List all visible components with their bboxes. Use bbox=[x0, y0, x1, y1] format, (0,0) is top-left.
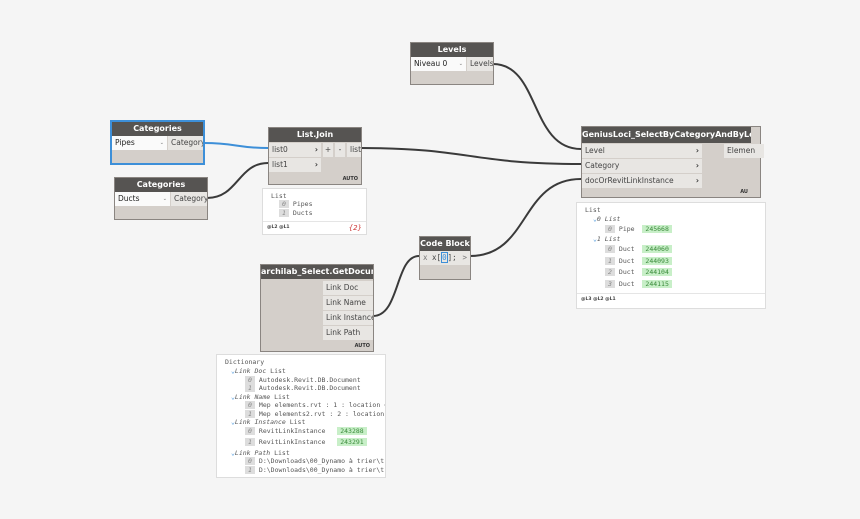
node-title: archilab_Select.GetDocuments bbox=[261, 265, 373, 279]
input-port-list0[interactable]: list0 › bbox=[269, 143, 321, 157]
dict-key: ⌄Link Doc List bbox=[231, 367, 286, 375]
port-label: list0 bbox=[272, 145, 288, 154]
output-port: > bbox=[462, 253, 467, 262]
categories-node-ducts[interactable]: Categories Ducts ⌄ Category bbox=[114, 177, 208, 220]
category-dropdown[interactable]: Pipes ⌄ bbox=[112, 136, 167, 150]
lacing-indicator: AU bbox=[740, 189, 748, 195]
output-port-category[interactable]: Category bbox=[168, 136, 203, 150]
port-label: list1 bbox=[272, 160, 288, 169]
output-port-category[interactable]: Category bbox=[171, 192, 207, 206]
lacing-indicator: AUTO bbox=[354, 343, 370, 349]
item-count: {2} bbox=[348, 224, 362, 232]
dropdown-value: Pipes bbox=[115, 138, 135, 147]
wire-categories1-to-list0 bbox=[203, 142, 269, 149]
categories-node-pipes[interactable]: Categories Pipes ⌄ Category bbox=[110, 120, 205, 165]
output-port-link-path[interactable]: Link Path bbox=[323, 326, 373, 340]
chevron-right-icon: › bbox=[314, 160, 318, 169]
node-title: List.Join bbox=[269, 128, 361, 142]
output-port-link-doc[interactable]: Link Doc bbox=[323, 281, 373, 295]
wire-categories2-to-list1 bbox=[206, 162, 269, 199]
level-dropdown[interactable]: Niveau 0 ⌄ bbox=[411, 57, 466, 71]
chevron-right-icon: › bbox=[314, 145, 318, 154]
wire-codeblock-to-doc bbox=[469, 178, 582, 257]
chevron-down-icon: ⌄ bbox=[162, 196, 167, 202]
input-port-x: x bbox=[423, 253, 428, 262]
wire-listjoin-to-category bbox=[360, 147, 582, 165]
dropdown-value: Ducts bbox=[118, 194, 140, 203]
category-dropdown[interactable]: Ducts ⌄ bbox=[115, 192, 170, 206]
dict-key: ⌄Link Path List bbox=[231, 448, 290, 457]
genius-loci-node[interactable]: GeniusLoci_SelectByCategoryAndByLevel Le… bbox=[581, 126, 764, 198]
chevron-right-icon: › bbox=[695, 176, 699, 185]
node-title: Categories bbox=[112, 122, 203, 136]
add-input-button[interactable]: + bbox=[323, 143, 333, 157]
wire-levels-to-level bbox=[492, 63, 582, 150]
chevron-right-icon: › bbox=[695, 161, 699, 170]
watch-levels: @L3 @L2 @L1 bbox=[577, 293, 765, 306]
output-port-list[interactable]: list bbox=[347, 143, 361, 157]
lacing-indicator: AUTO bbox=[342, 176, 358, 182]
node-title: Code Block bbox=[420, 237, 470, 251]
code-editor[interactable]: x x[0];> bbox=[420, 251, 470, 265]
output-port-link-instance[interactable]: Link Instance bbox=[323, 311, 373, 325]
input-port-level[interactable]: Level› bbox=[582, 144, 702, 158]
chevron-right-icon: › bbox=[695, 146, 699, 155]
chevron-down-icon: ⌄ bbox=[458, 61, 463, 67]
watch-root: List bbox=[271, 192, 287, 200]
node-title: Categories bbox=[115, 178, 207, 192]
watch-levels: @L2 @L1{2} bbox=[263, 221, 366, 234]
input-port-list1[interactable]: list1 › bbox=[269, 158, 321, 172]
get-documents-node[interactable]: archilab_Select.GetDocuments Link Doc Li… bbox=[260, 264, 374, 352]
dropdown-value: Niveau 0 bbox=[414, 59, 448, 68]
output-port-link-name[interactable]: Link Name bbox=[323, 296, 373, 310]
dict-key: ⌄Link Instance List bbox=[231, 418, 306, 426]
node-title: GeniusLoci_SelectByCategoryAndByLevel bbox=[582, 127, 751, 143]
dict-key: ⌄Link Name List bbox=[231, 392, 290, 401]
watch-root: Dictionary bbox=[225, 358, 265, 366]
remove-input-button[interactable]: - bbox=[335, 143, 345, 157]
input-port-category[interactable]: Category› bbox=[582, 159, 702, 173]
levels-node[interactable]: Levels Niveau 0 ⌄ Levels bbox=[410, 42, 494, 85]
output-port-elements[interactable]: Elemen bbox=[724, 144, 764, 158]
input-port-doc[interactable]: docOrRevitLinkInstance› bbox=[582, 174, 702, 188]
node-title: Levels bbox=[411, 43, 493, 57]
wire-linkinstance-to-codeblock bbox=[372, 255, 420, 317]
chevron-down-icon: ⌄ bbox=[159, 140, 164, 146]
code-block-node[interactable]: Code Block x x[0];> bbox=[419, 236, 471, 280]
output-port-levels[interactable]: Levels bbox=[467, 57, 493, 71]
list-join-node[interactable]: List.Join list0 › list1 › + - list AUTO bbox=[268, 127, 362, 185]
